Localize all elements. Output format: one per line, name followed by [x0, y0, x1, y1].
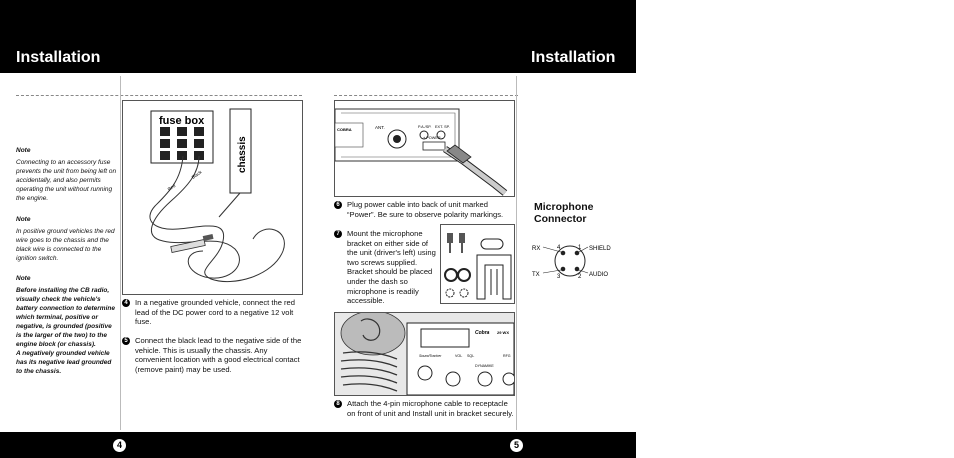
footer-band: [0, 432, 636, 458]
rear-brand-label: COBRA: [337, 127, 352, 132]
step-text: Mount the microphone bracket on either s…: [347, 229, 436, 306]
step-8: 8 Attach the 4-pin microphone cable to r…: [334, 399, 516, 418]
bracket-figure: [440, 224, 515, 304]
step-text: Plug power cable into back of unit marke…: [347, 200, 504, 219]
mic-connector-title: Microphone Connector: [534, 201, 594, 225]
ant-label: ANT.: [375, 125, 385, 130]
radio-brand-label: Cobra: [475, 330, 490, 336]
step-text: Attach the 4-pin microphone cable to rec…: [347, 399, 514, 418]
ext-label: EXT. SP.: [435, 125, 450, 129]
page-number-right: 5: [510, 439, 523, 452]
squelch-label: SQL: [467, 354, 474, 358]
fuse-box-label: fuse box: [159, 115, 205, 127]
pin-2-label: 2: [578, 274, 582, 280]
note-1: Note Connecting to an accessory fuse pre…: [16, 146, 118, 203]
page-number-left: 4: [113, 439, 126, 452]
step-text: Connect the black lead to the negative s…: [135, 336, 302, 374]
note-body: In positive ground vehicles the red wire…: [16, 228, 115, 262]
step-text: In a negative grounded vehicle, connect …: [135, 298, 296, 327]
fuse-box-figure: fuse box chassis Red Black: [122, 100, 303, 295]
black-wire-label: Black: [191, 169, 203, 180]
note-heading: Note: [16, 147, 31, 154]
red-wire-label: Red: [167, 183, 177, 192]
radio-model-label: 29 WX: [497, 330, 509, 335]
note-heading: Note: [16, 216, 31, 223]
pin-tx-label: TX: [532, 272, 540, 278]
step-4: 4 In a negative grounded vehicle, connec…: [122, 298, 302, 327]
step-number: 5: [122, 337, 130, 345]
bracket-illustration: [444, 233, 512, 300]
divider-left: [16, 95, 302, 96]
volume-label: VOL: [455, 354, 462, 358]
pin-shield-label: SHIELD: [589, 246, 611, 252]
mic-connector-diagram: RX TX SHIELD AUDIO 1 2 3 4: [532, 245, 611, 280]
step-number: 6: [334, 201, 342, 209]
column-rule-right: [516, 76, 517, 430]
step-7: 7 Mount the microphone bracket on either…: [334, 229, 439, 306]
note-heading: Note: [16, 275, 31, 282]
radio-front-illustration: Cobra 29 WX SoundTracker VOL SQL DYNAMIK…: [335, 313, 514, 395]
page-title-left: Installation: [16, 49, 101, 66]
note-body-2: A negatively grounded vehicle has its ne…: [16, 350, 112, 375]
step-number: 8: [334, 400, 342, 408]
pin-3-label: 3: [557, 274, 561, 280]
pin-4-label: 4: [557, 245, 561, 251]
pin-rx-label: RX: [532, 246, 540, 252]
rfg-label: RFG: [503, 354, 511, 358]
power-label: + POWER –: [423, 136, 445, 140]
note-body: Connecting to an accessory fuse prevents…: [16, 159, 117, 202]
note-3: Note Before installing the CB radio, vis…: [16, 274, 118, 376]
pa-label: P.A./SP.: [418, 125, 431, 129]
pin-audio-label: AUDIO: [589, 272, 608, 278]
note-body: Before installing the CB radio, visually…: [16, 287, 115, 348]
pin-1-label: 1: [578, 245, 582, 251]
header-band: [0, 0, 636, 73]
page-title-right: Installation: [531, 49, 616, 66]
radio-front-figure: Cobra 29 WX SoundTracker VOL SQL DYNAMIK…: [334, 312, 515, 396]
soundtracker-label: SoundTracker: [419, 354, 442, 358]
step-6: 6 Plug power cable into back of unit mar…: [334, 200, 516, 219]
divider-right: [334, 95, 518, 96]
step-5: 5 Connect the black lead to the negative…: [122, 336, 302, 374]
dynamike-label: DYNAMIKE: [475, 364, 494, 368]
power-connector-illustration: COBRA ANT. P.A./SP. EXT. SP. + POWER –: [335, 108, 508, 196]
column-rule-left: [120, 76, 121, 430]
note-2: Note In positive ground vehicles the red…: [16, 215, 118, 263]
fuse-wiring-illustration: fuse box chassis Red Black: [149, 108, 285, 283]
blank-margin: [636, 0, 954, 458]
chassis-label: chassis: [237, 136, 248, 173]
step-number: 7: [334, 230, 342, 238]
step-number: 4: [122, 299, 130, 307]
power-cable-figure: COBRA ANT. P.A./SP. EXT. SP. + POWER –: [334, 100, 515, 197]
